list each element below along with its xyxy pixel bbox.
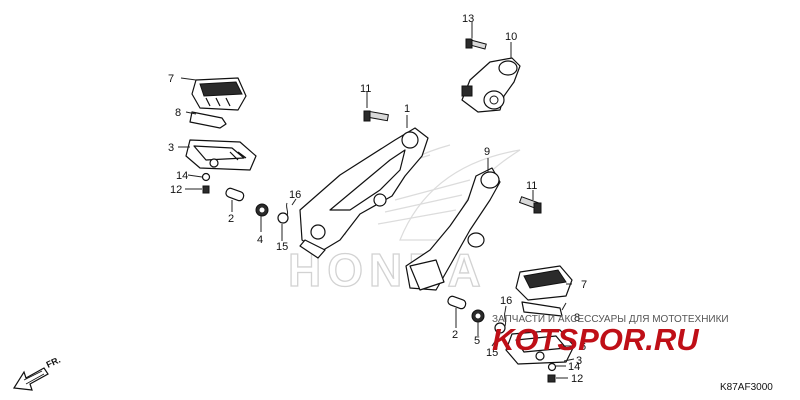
main-step-bracket [299, 110, 429, 259]
footpeg-left [185, 139, 257, 171]
right-step-assembly [447, 265, 575, 383]
bolt-11-upper [363, 110, 389, 122]
washer-15-right [494, 322, 506, 334]
callout-10: 10 [505, 31, 517, 43]
callout-11-lower: 11 [526, 180, 537, 192]
callout-1: 1 [404, 103, 410, 115]
callout-15-right: 15 [486, 347, 498, 359]
callout-16-right: 16 [500, 295, 512, 307]
direction-arrow-icon [12, 367, 49, 391]
brand-watermark-text: KOTSPOR.RU [492, 322, 700, 357]
shop-watermark-text: ЗАПЧАСТИ И АКСЕССУАРЫ ДЛЯ МОТОТЕХНИКИ [492, 314, 729, 325]
callout-4: 4 [257, 234, 263, 246]
callout-14-right: 14 [568, 361, 580, 373]
washer-right [547, 362, 557, 372]
footpeg-plate-right [521, 301, 563, 317]
diagram-code: K87AF3000 [720, 382, 773, 393]
footpeg-plate-left [189, 111, 227, 129]
washer-left [201, 172, 211, 182]
callout-3-right: 3 [576, 355, 582, 367]
callout-labels: 13 10 7 8 11 1 3 9 14 12 11 16 2 4 15 7 … [168, 13, 587, 385]
return-spring-left [255, 203, 269, 217]
callout-12-right: 12 [571, 373, 583, 385]
footpeg-rubber-left [191, 77, 247, 111]
callout-8-left: 8 [175, 107, 181, 119]
pin-left [202, 185, 210, 194]
callout-12-left: 12 [170, 184, 182, 196]
callout-6: 6 [580, 341, 586, 353]
footpeg-rubber-right [515, 265, 573, 301]
callout-5: 5 [474, 335, 480, 347]
callout-2-right: 2 [452, 329, 458, 341]
callout-15-left: 15 [276, 241, 288, 253]
rear-bracket [461, 38, 521, 113]
front-direction-indicator: FR. [12, 355, 62, 391]
washer-15-left [277, 212, 289, 224]
left-step-assembly [185, 77, 289, 224]
callout-9: 9 [484, 146, 490, 158]
callout-14-left: 14 [176, 170, 188, 182]
callout-8-right: 8 [574, 312, 580, 324]
direction-label: FR. [45, 355, 62, 370]
callout-7-right: 7 [581, 279, 587, 291]
pivot-pin-right [447, 295, 467, 310]
leader-lines [178, 22, 575, 379]
passenger-step-arm [405, 167, 542, 291]
callout-7-left: 7 [168, 73, 174, 85]
pivot-pin-left [225, 187, 245, 202]
callout-2-left: 2 [228, 213, 234, 225]
return-spring-right [471, 309, 485, 323]
callout-3-left: 3 [168, 142, 174, 154]
callout-16-left: 16 [289, 189, 301, 201]
pin-right [547, 374, 556, 383]
footpeg-right [505, 329, 575, 365]
bolt-11-lower [518, 196, 542, 214]
callout-11-upper: 11 [360, 83, 371, 95]
callout-13: 13 [462, 13, 474, 25]
bolt-13 [465, 38, 487, 50]
